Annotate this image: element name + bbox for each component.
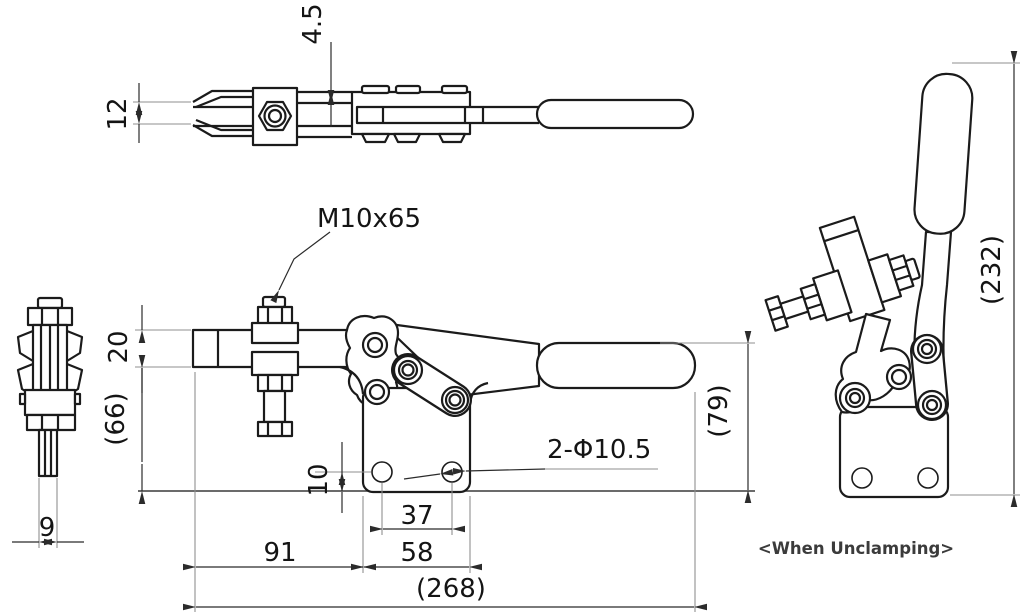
mounting-hole-open-right (917, 467, 939, 489)
caption-when-unclamping: <When Unclamping> (758, 539, 954, 558)
dim-hole-pitch: 37 (400, 501, 433, 531)
pivot-rivets (361, 331, 470, 415)
label-hole-callout: 2-Φ10.5 (547, 435, 651, 465)
dim-base-length: 58 (400, 538, 433, 568)
side-view: 9 (12, 296, 84, 548)
dim-fork-width: 12 (103, 97, 133, 130)
spindle-assembly (250, 295, 300, 438)
dim-overall-length: (268) (416, 574, 486, 604)
dim-plate-offset: 4.5 (298, 3, 328, 44)
top-view: 12 4.5 (103, 3, 695, 147)
dim-base-height: (66) (101, 392, 131, 445)
dim-hole-offset: 10 (304, 463, 334, 496)
pivot-rivets-open (838, 333, 948, 421)
unclamping-view: (232) <When Unclamping> (758, 51, 1020, 558)
dim-handle-height: (79) (704, 384, 734, 437)
label-spindle-thread: M10x65 (317, 204, 421, 234)
mounting-hole-left (371, 461, 393, 483)
dim-arm-reach: 91 (263, 538, 296, 568)
tilted-arm-spindle (764, 215, 921, 332)
dim-spindle-width: 9 (39, 513, 56, 543)
mounting-hole-open-left (851, 467, 873, 489)
front-view: M10x65 20 (66) 10 37 91 58 (268) 2-Φ10.5 (101, 204, 755, 612)
dim-open-height: (232) (977, 235, 1007, 305)
dim-arm-thickness: 20 (104, 330, 134, 363)
